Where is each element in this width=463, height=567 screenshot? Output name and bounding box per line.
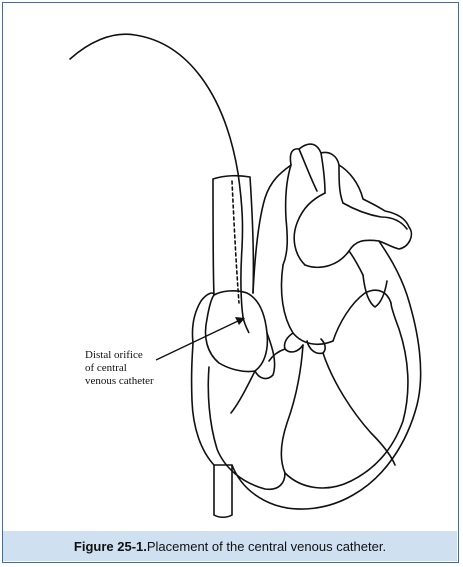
figure-caption-text: Placement of the central venous catheter… (147, 539, 386, 554)
callout-label: Distal orifice of central venous cathete… (85, 349, 154, 387)
figure-caption: Figure 25-1. Placement of the central ve… (3, 531, 457, 561)
callout-line-3: venous catheter (85, 375, 154, 387)
callout-line-1: Distal orifice (85, 349, 143, 361)
catheter-tube (70, 34, 243, 317)
figure-frame: Distal orifice of central venous cathete… (2, 2, 459, 563)
callout-line-2: of central (85, 362, 127, 374)
heart-catheter-illustration: Distal orifice of central venous cathete… (3, 3, 458, 531)
inferior-vena-cava (214, 465, 232, 517)
callout-arrow (156, 317, 245, 360)
figure-label: Figure 25-1. (74, 539, 147, 554)
catheter-tip (243, 317, 249, 333)
